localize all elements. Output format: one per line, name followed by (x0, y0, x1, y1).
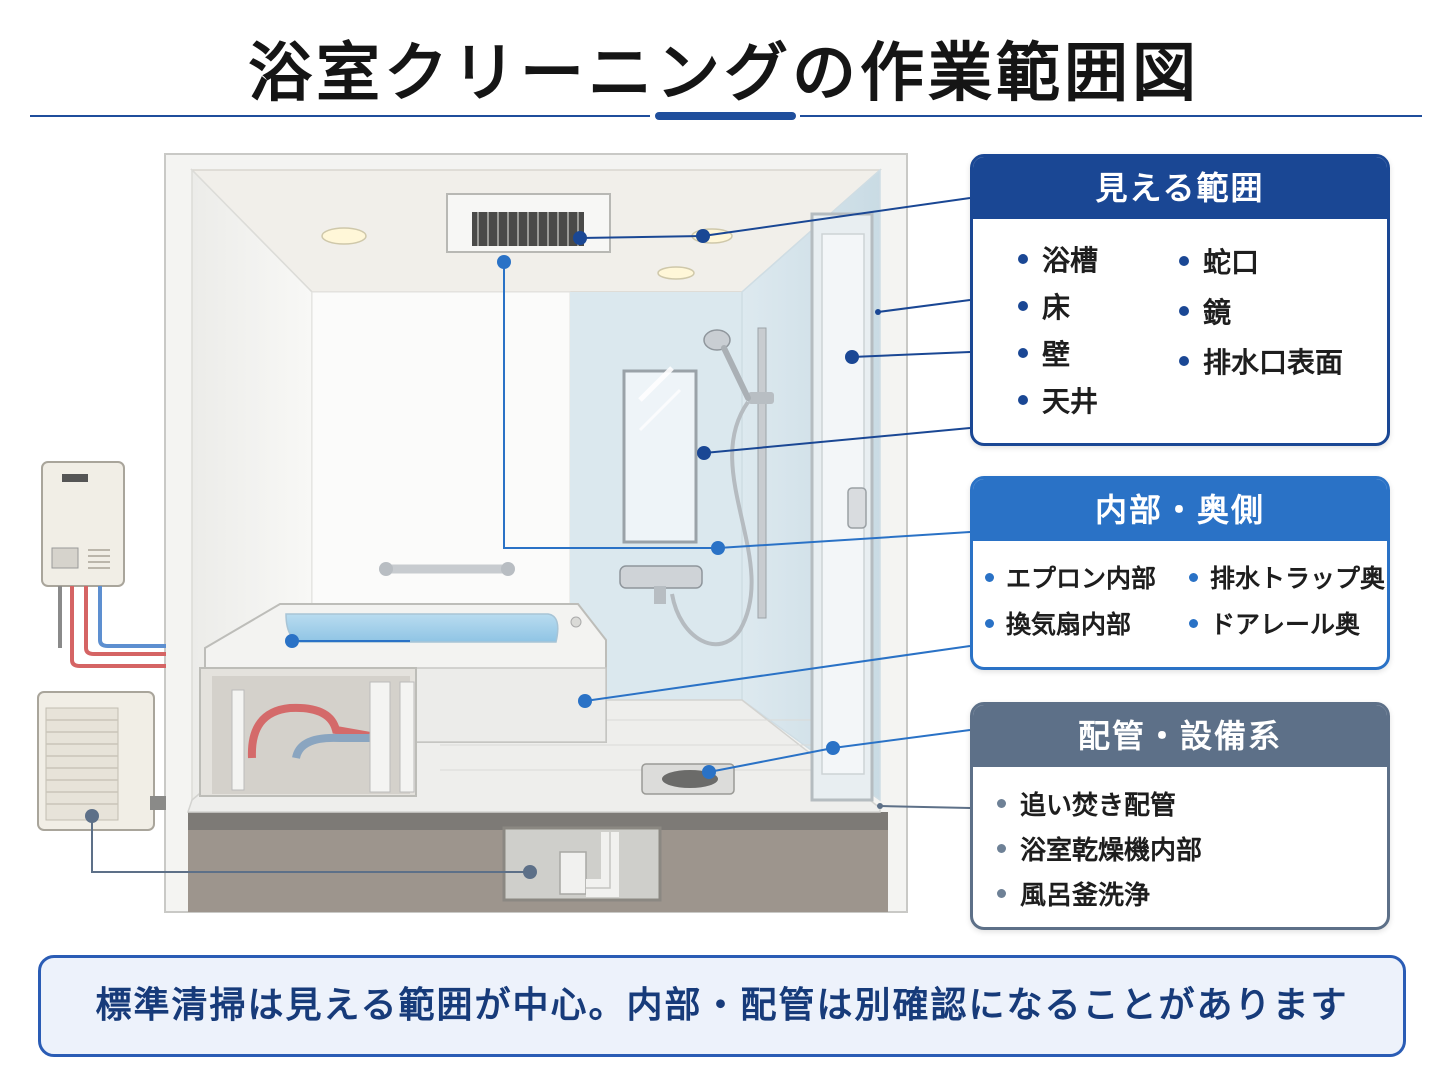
list-item: 蛇口 (1179, 241, 1259, 281)
ventilation-fan-icon (446, 193, 611, 253)
list-item: 換気扇内部 (985, 605, 1131, 641)
list-item: 浴槽 (1018, 239, 1098, 279)
leader-lines-visible (579, 197, 971, 454)
list-item: 浴室乾燥機内部 (997, 830, 1202, 867)
leader-lines-internal (292, 262, 971, 749)
title-rule-left (30, 115, 650, 117)
piping-panel: 配管・設備系 追い焚き配管 浴室乾燥機内部 風呂釜洗浄 (970, 702, 1390, 930)
shower-head-icon (670, 327, 774, 647)
grab-bar-icon (379, 562, 515, 576)
list-item: 排水トラップ奥 (1189, 559, 1385, 595)
list-item: 床 (1018, 286, 1070, 326)
leader-lines-piping (91, 805, 971, 873)
list-item: エプロン内部 (985, 559, 1156, 595)
outdoor-boiler-icon (37, 691, 166, 831)
list-item: 風呂釜洗浄 (997, 875, 1150, 912)
water-heater-icon (41, 461, 166, 668)
apron-cutaway (199, 667, 417, 797)
title-rule-accent (655, 112, 796, 120)
page-title: 浴室クリーニングの作業範囲図 (248, 37, 1200, 111)
mirror-icon (622, 369, 698, 544)
bathtub-icon (204, 603, 607, 743)
footer-note: 標準清掃は見える範囲が中心。内部・配管は別確認になることがあります (38, 955, 1406, 1057)
floor-drain-icon (641, 763, 735, 795)
title-rule-right (800, 115, 1422, 117)
list-item: ドアレール奥 (1189, 605, 1360, 641)
drain-pipe-icon (502, 826, 662, 902)
leader-dots-piping (85, 803, 883, 879)
internal-heading: 内部・奥側 (973, 479, 1387, 541)
door-icon (810, 212, 874, 802)
visible-range-panel: 見える範囲 浴槽 床 壁 天井 蛇口 鏡 排水口表面 (970, 154, 1390, 446)
list-item: 鏡 (1179, 291, 1231, 331)
floor-base (188, 812, 888, 830)
list-item: 排水口表面 (1179, 341, 1343, 381)
visible-range-heading: 見える範囲 (973, 157, 1387, 219)
list-item: 壁 (1018, 333, 1070, 373)
piping-heading: 配管・設備系 (973, 705, 1387, 767)
list-item: 追い焚き配管 (997, 785, 1176, 822)
internal-panel: 内部・奥側 エプロン内部 換気扇内部 排水トラップ奥 ドアレール奥 (970, 476, 1390, 670)
faucet-icon (619, 565, 703, 604)
leader-dots-visible (573, 229, 881, 460)
list-item: 天井 (1018, 380, 1098, 420)
